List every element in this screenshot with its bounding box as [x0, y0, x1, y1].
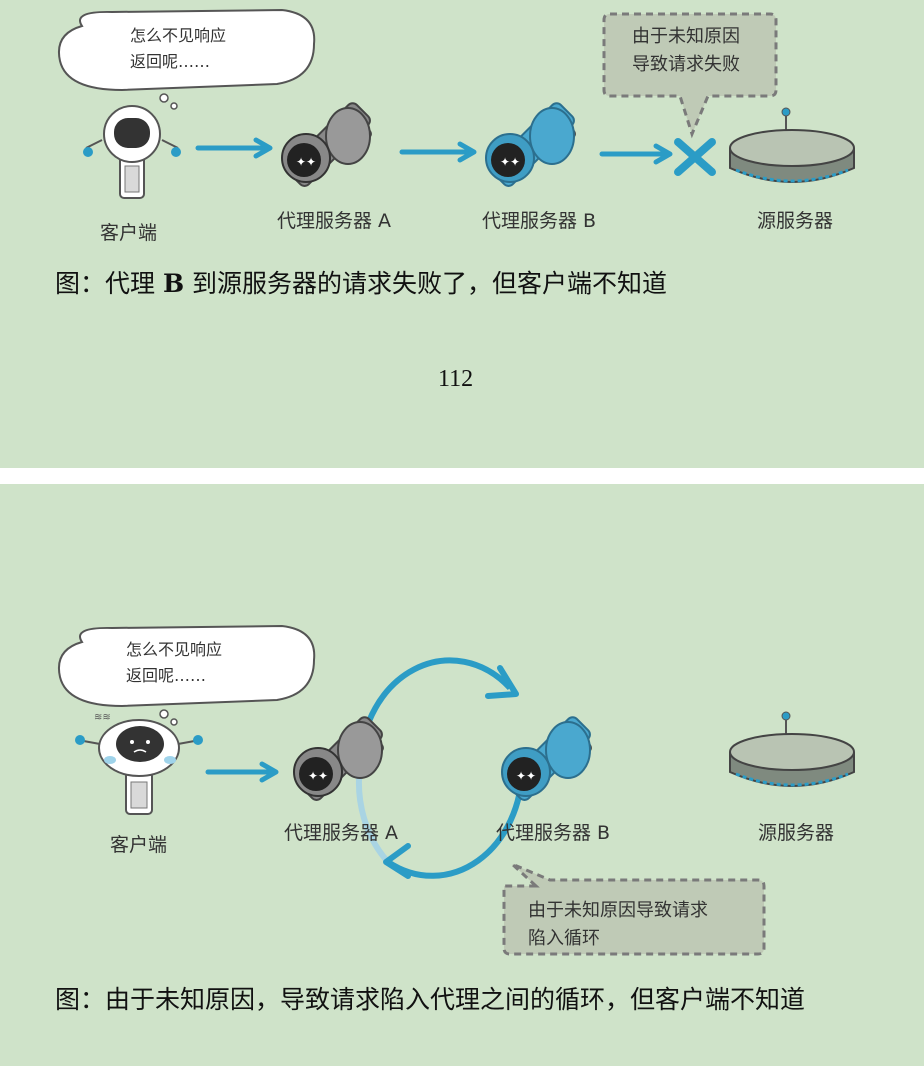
arrow-right-icon	[195, 137, 273, 159]
origin-label: 源服务器	[757, 210, 834, 232]
proxy-b-label: 代理服务器 B	[496, 822, 611, 844]
client-label: 客户端	[100, 222, 158, 244]
failure-note-bubble	[602, 12, 778, 139]
svg-text:≋≋: ≋≋	[94, 712, 111, 723]
note-line-2: 导致请求失败	[632, 54, 740, 75]
note-line-1: 由于未知原因导致请求	[528, 900, 708, 921]
figure-caption: 图：由于未知原因，导致请求陷入代理之间的循环，但客户端不知道	[55, 985, 806, 1014]
page-112: 怎么不见响应 返回呢…… 客户端 ✦✦ 代理服务器 A	[0, 0, 924, 468]
origin-label: 源服务器	[758, 822, 835, 844]
loop-note-bubble	[502, 862, 766, 956]
thought-line-2: 返回呢……	[130, 52, 211, 71]
thought-bubble	[58, 8, 316, 110]
thought-line-1: 怎么不见响应	[130, 26, 227, 45]
origin-server-icon	[729, 711, 855, 787]
proxy-server-b-icon: ✦✦	[501, 716, 592, 801]
arrow-right-icon	[205, 761, 279, 783]
thought-line-1: 怎么不见响应	[126, 640, 223, 659]
failure-x-icon	[674, 138, 716, 176]
proxy-a-label: 代理服务器 A	[284, 822, 399, 844]
origin-server-icon	[729, 107, 855, 183]
proxy-server-a-icon: ✦✦	[281, 102, 372, 187]
note-line-2: 陷入循环	[528, 928, 600, 949]
page-next: 怎么不见响应 返回呢…… ≋≋ 客户端	[0, 484, 924, 1066]
svg-text:✦✦: ✦✦	[516, 769, 536, 783]
proxy-server-b-icon: ✦✦	[485, 102, 576, 187]
arrow-right-icon	[399, 141, 477, 163]
client-robot-icon	[83, 105, 181, 199]
client-label: 客户端	[110, 834, 168, 856]
thought-line-2: 返回呢……	[126, 666, 207, 685]
svg-text:✦✦: ✦✦	[308, 769, 328, 783]
note-line-1: 由于未知原因	[632, 26, 740, 47]
page-number: 112	[438, 366, 474, 392]
proxy-server-a-icon: ✦✦	[293, 716, 384, 801]
proxy-b-label: 代理服务器 B	[482, 210, 597, 232]
svg-text:✦✦: ✦✦	[296, 155, 316, 169]
thought-bubble	[58, 624, 316, 726]
svg-text:✦✦: ✦✦	[500, 155, 520, 169]
figure-caption: 图：代理 B 到源服务器的请求失败了，但客户端不知道	[55, 269, 668, 298]
arrow-right-icon	[599, 143, 673, 165]
proxy-a-label: 代理服务器 A	[277, 210, 392, 232]
client-robot-icon: ≋≋	[75, 712, 203, 815]
